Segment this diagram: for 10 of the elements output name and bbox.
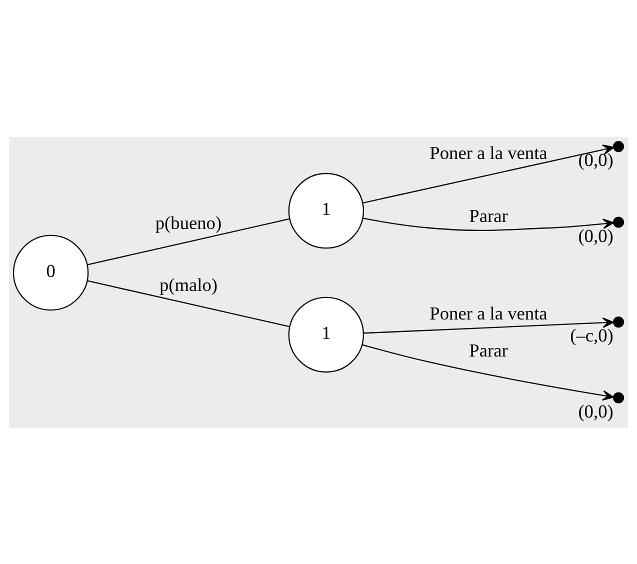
edge-label: Poner a la venta <box>430 142 548 162</box>
node-label: (0,0) <box>578 400 614 421</box>
node-label: (–c,0) <box>570 325 614 346</box>
edge-label: p(malo) <box>159 274 218 294</box>
node-label: (0,0) <box>578 150 614 170</box>
edge-label: p(bueno) <box>155 212 222 232</box>
edge-label: Poner a la venta <box>430 303 548 324</box>
edge-label: Parar <box>469 206 508 226</box>
edge-label: Parar <box>469 340 508 360</box>
node-label: (0,0) <box>578 225 614 246</box>
